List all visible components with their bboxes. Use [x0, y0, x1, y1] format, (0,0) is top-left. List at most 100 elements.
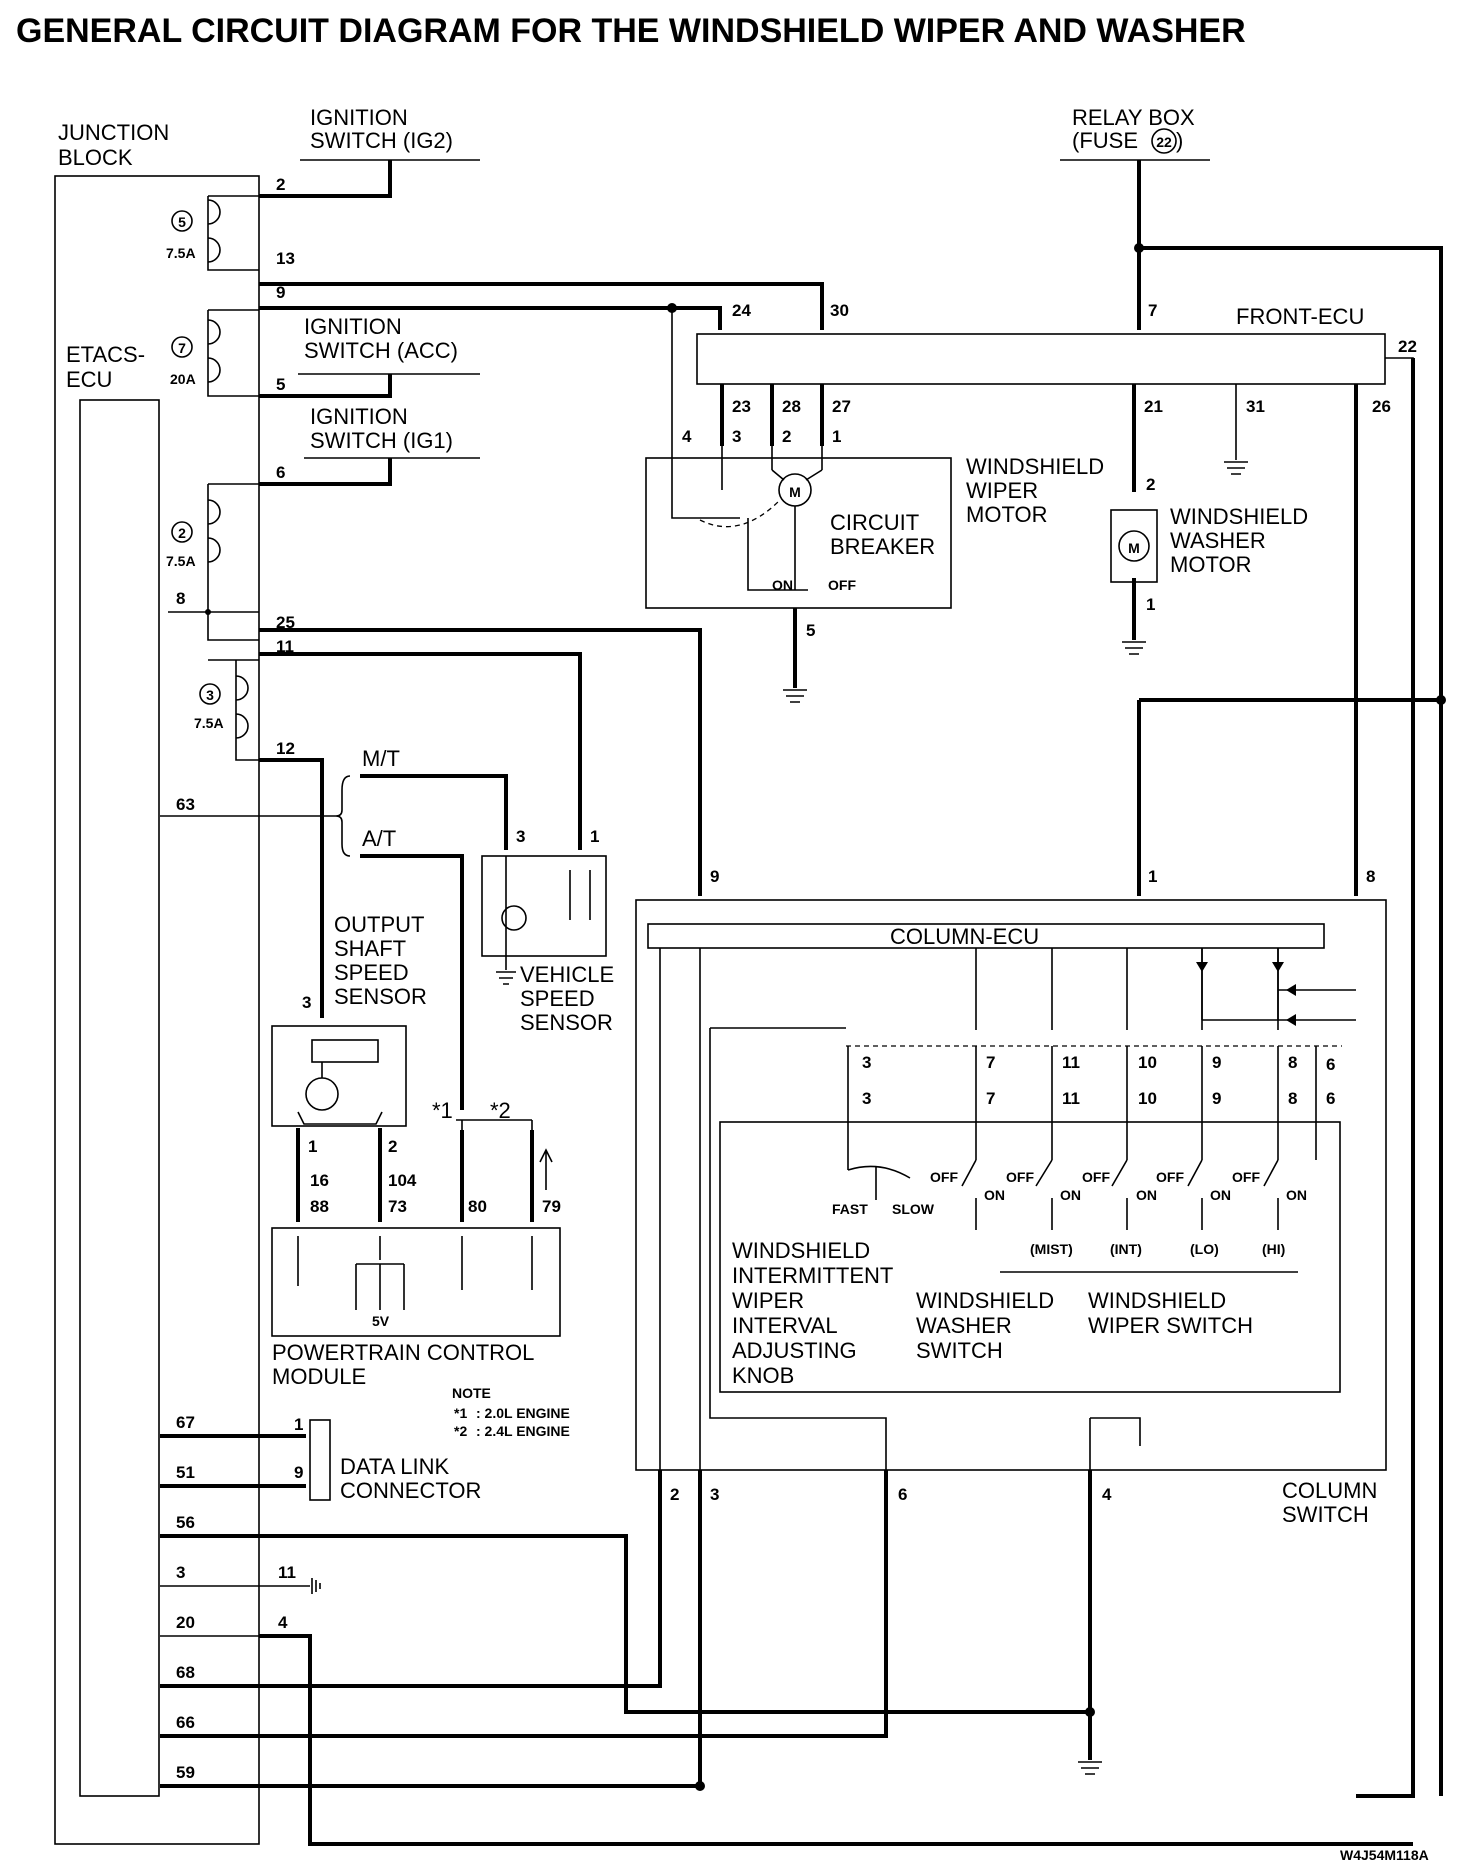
- svg-text:8: 8: [1366, 867, 1375, 886]
- svg-text:: 2.4L ENGINE: : 2.4L ENGINE: [476, 1423, 570, 1439]
- svg-text:WINDSHIELD: WINDSHIELD: [966, 454, 1104, 479]
- svg-text:9: 9: [1212, 1053, 1221, 1072]
- svg-text:1: 1: [1148, 867, 1157, 886]
- svg-text:5V: 5V: [372, 1313, 390, 1329]
- svg-text:SHAFT: SHAFT: [334, 936, 406, 961]
- svg-text:OFF: OFF: [930, 1169, 958, 1185]
- svg-text:ON: ON: [1286, 1187, 1307, 1203]
- svg-text:7.5A: 7.5A: [194, 715, 224, 731]
- svg-text:2: 2: [670, 1485, 679, 1504]
- svg-text:3: 3: [732, 427, 741, 446]
- svg-text:59: 59: [176, 1763, 195, 1782]
- svg-text:BREAKER: BREAKER: [830, 534, 935, 559]
- fuse-2: 2 7.5A: [166, 499, 221, 569]
- svg-text:9: 9: [1212, 1089, 1221, 1108]
- svg-text:NOTE: NOTE: [452, 1385, 491, 1401]
- svg-text:13: 13: [276, 249, 295, 268]
- svg-text:31: 31: [1246, 397, 1265, 416]
- svg-text:OFF: OFF: [1156, 1169, 1184, 1185]
- svg-text:66: 66: [176, 1713, 195, 1732]
- svg-text:INTERVAL: INTERVAL: [732, 1313, 838, 1338]
- svg-text:KNOB: KNOB: [732, 1363, 794, 1388]
- washer-motor-box: [1110, 509, 1158, 583]
- svg-text:3: 3: [176, 1563, 185, 1582]
- junction-block-label-2: BLOCK: [58, 145, 133, 170]
- svg-text:16: 16: [310, 1171, 329, 1190]
- svg-text:80: 80: [468, 1197, 487, 1216]
- etacs-ecu-label-1: ETACS-: [66, 342, 145, 367]
- powertrain-control-module: [271, 1227, 561, 1337]
- svg-text:CIRCUIT: CIRCUIT: [830, 510, 919, 535]
- svg-text:79: 79: [542, 1197, 561, 1216]
- svg-text:4: 4: [682, 427, 692, 446]
- svg-text:6: 6: [898, 1485, 907, 1504]
- svg-text:POWERTRAIN CONTROL: POWERTRAIN CONTROL: [272, 1340, 534, 1365]
- svg-text:56: 56: [176, 1513, 195, 1532]
- svg-text:MODULE: MODULE: [272, 1364, 366, 1389]
- svg-text:7.5A: 7.5A: [166, 553, 196, 569]
- fuse-7: 7 20A: [170, 319, 221, 387]
- svg-text:VEHICLE: VEHICLE: [520, 962, 614, 987]
- svg-text:WIPER SWITCH: WIPER SWITCH: [1088, 1313, 1253, 1338]
- svg-text:IGNITION: IGNITION: [310, 105, 408, 130]
- svg-text:DATA LINK: DATA LINK: [340, 1454, 450, 1479]
- svg-text:(MIST): (MIST): [1030, 1241, 1073, 1257]
- column-ecu: [647, 923, 1325, 949]
- svg-text:OFF: OFF: [828, 577, 856, 593]
- junction-block-label-1: JUNCTION: [58, 120, 169, 145]
- col-internal-pins: 3 7 11 10 9 8 6 3 7 11 10 9 8 6: [862, 1053, 1335, 1108]
- svg-text:1: 1: [590, 827, 599, 846]
- svg-text:COLUMN: COLUMN: [1282, 1478, 1377, 1503]
- svg-text:M: M: [1128, 540, 1140, 556]
- svg-text:W4J54M118A: W4J54M118A: [1340, 1847, 1429, 1863]
- svg-text:INTERMITTENT: INTERMITTENT: [732, 1263, 893, 1288]
- etacs-ecu-box: [79, 399, 160, 1797]
- svg-text:23: 23: [732, 397, 751, 416]
- svg-text:FRONT-ECU: FRONT-ECU: [1236, 304, 1364, 329]
- svg-text:OUTPUT: OUTPUT: [334, 912, 424, 937]
- data-link-connector: [309, 1419, 331, 1501]
- svg-text:10: 10: [1138, 1053, 1157, 1072]
- svg-text:WIPER: WIPER: [732, 1288, 804, 1313]
- output-shaft-speed-sensor: [271, 1025, 407, 1127]
- fuse-3: 3 7.5A: [194, 675, 249, 739]
- svg-text:1: 1: [1146, 595, 1155, 614]
- svg-text:7: 7: [986, 1053, 995, 1072]
- svg-text:22: 22: [1398, 337, 1417, 356]
- svg-text:MOTOR: MOTOR: [1170, 552, 1251, 577]
- svg-text:21: 21: [1144, 397, 1163, 416]
- svg-text:7: 7: [986, 1089, 995, 1108]
- svg-text:SLOW: SLOW: [892, 1201, 935, 1217]
- svg-text:88: 88: [310, 1197, 329, 1216]
- svg-text:22: 22: [1156, 134, 1172, 150]
- svg-text:8: 8: [1288, 1053, 1297, 1072]
- wiper-motor-box: [645, 457, 952, 609]
- svg-text:WASHER: WASHER: [916, 1313, 1012, 1338]
- junction-block: [54, 175, 260, 1845]
- svg-text:26: 26: [1372, 397, 1391, 416]
- svg-text:SWITCH: SWITCH: [916, 1338, 1003, 1363]
- washer-motor-icon: [1118, 530, 1150, 562]
- svg-text:: 2.0L ENGINE: : 2.0L ENGINE: [476, 1405, 570, 1421]
- svg-text:WINDSHIELD: WINDSHIELD: [1170, 504, 1308, 529]
- svg-text:10: 10: [1138, 1089, 1157, 1108]
- svg-text:SWITCH (IG1): SWITCH (IG1): [310, 428, 453, 453]
- svg-text:SENSOR: SENSOR: [520, 1010, 613, 1035]
- svg-text:): ): [1176, 128, 1183, 153]
- svg-text:RELAY BOX: RELAY BOX: [1072, 105, 1195, 130]
- svg-text:1: 1: [294, 1415, 303, 1434]
- svg-text:ON: ON: [1210, 1187, 1231, 1203]
- svg-text:IGNITION: IGNITION: [310, 404, 408, 429]
- diagram-title: GENERAL CIRCUIT DIAGRAM FOR THE WINDSHIE…: [16, 12, 1246, 50]
- svg-text:*2: *2: [454, 1423, 467, 1439]
- svg-text:2: 2: [782, 427, 791, 446]
- svg-text:WINDSHIELD: WINDSHIELD: [732, 1238, 870, 1263]
- svg-text:*2: *2: [490, 1098, 511, 1123]
- svg-text:ON: ON: [1060, 1187, 1081, 1203]
- svg-text:104: 104: [388, 1171, 417, 1190]
- svg-text:7.5A: 7.5A: [166, 245, 196, 261]
- svg-text:ON: ON: [1136, 1187, 1157, 1203]
- svg-text:6: 6: [1326, 1089, 1335, 1108]
- svg-text:9: 9: [276, 283, 285, 302]
